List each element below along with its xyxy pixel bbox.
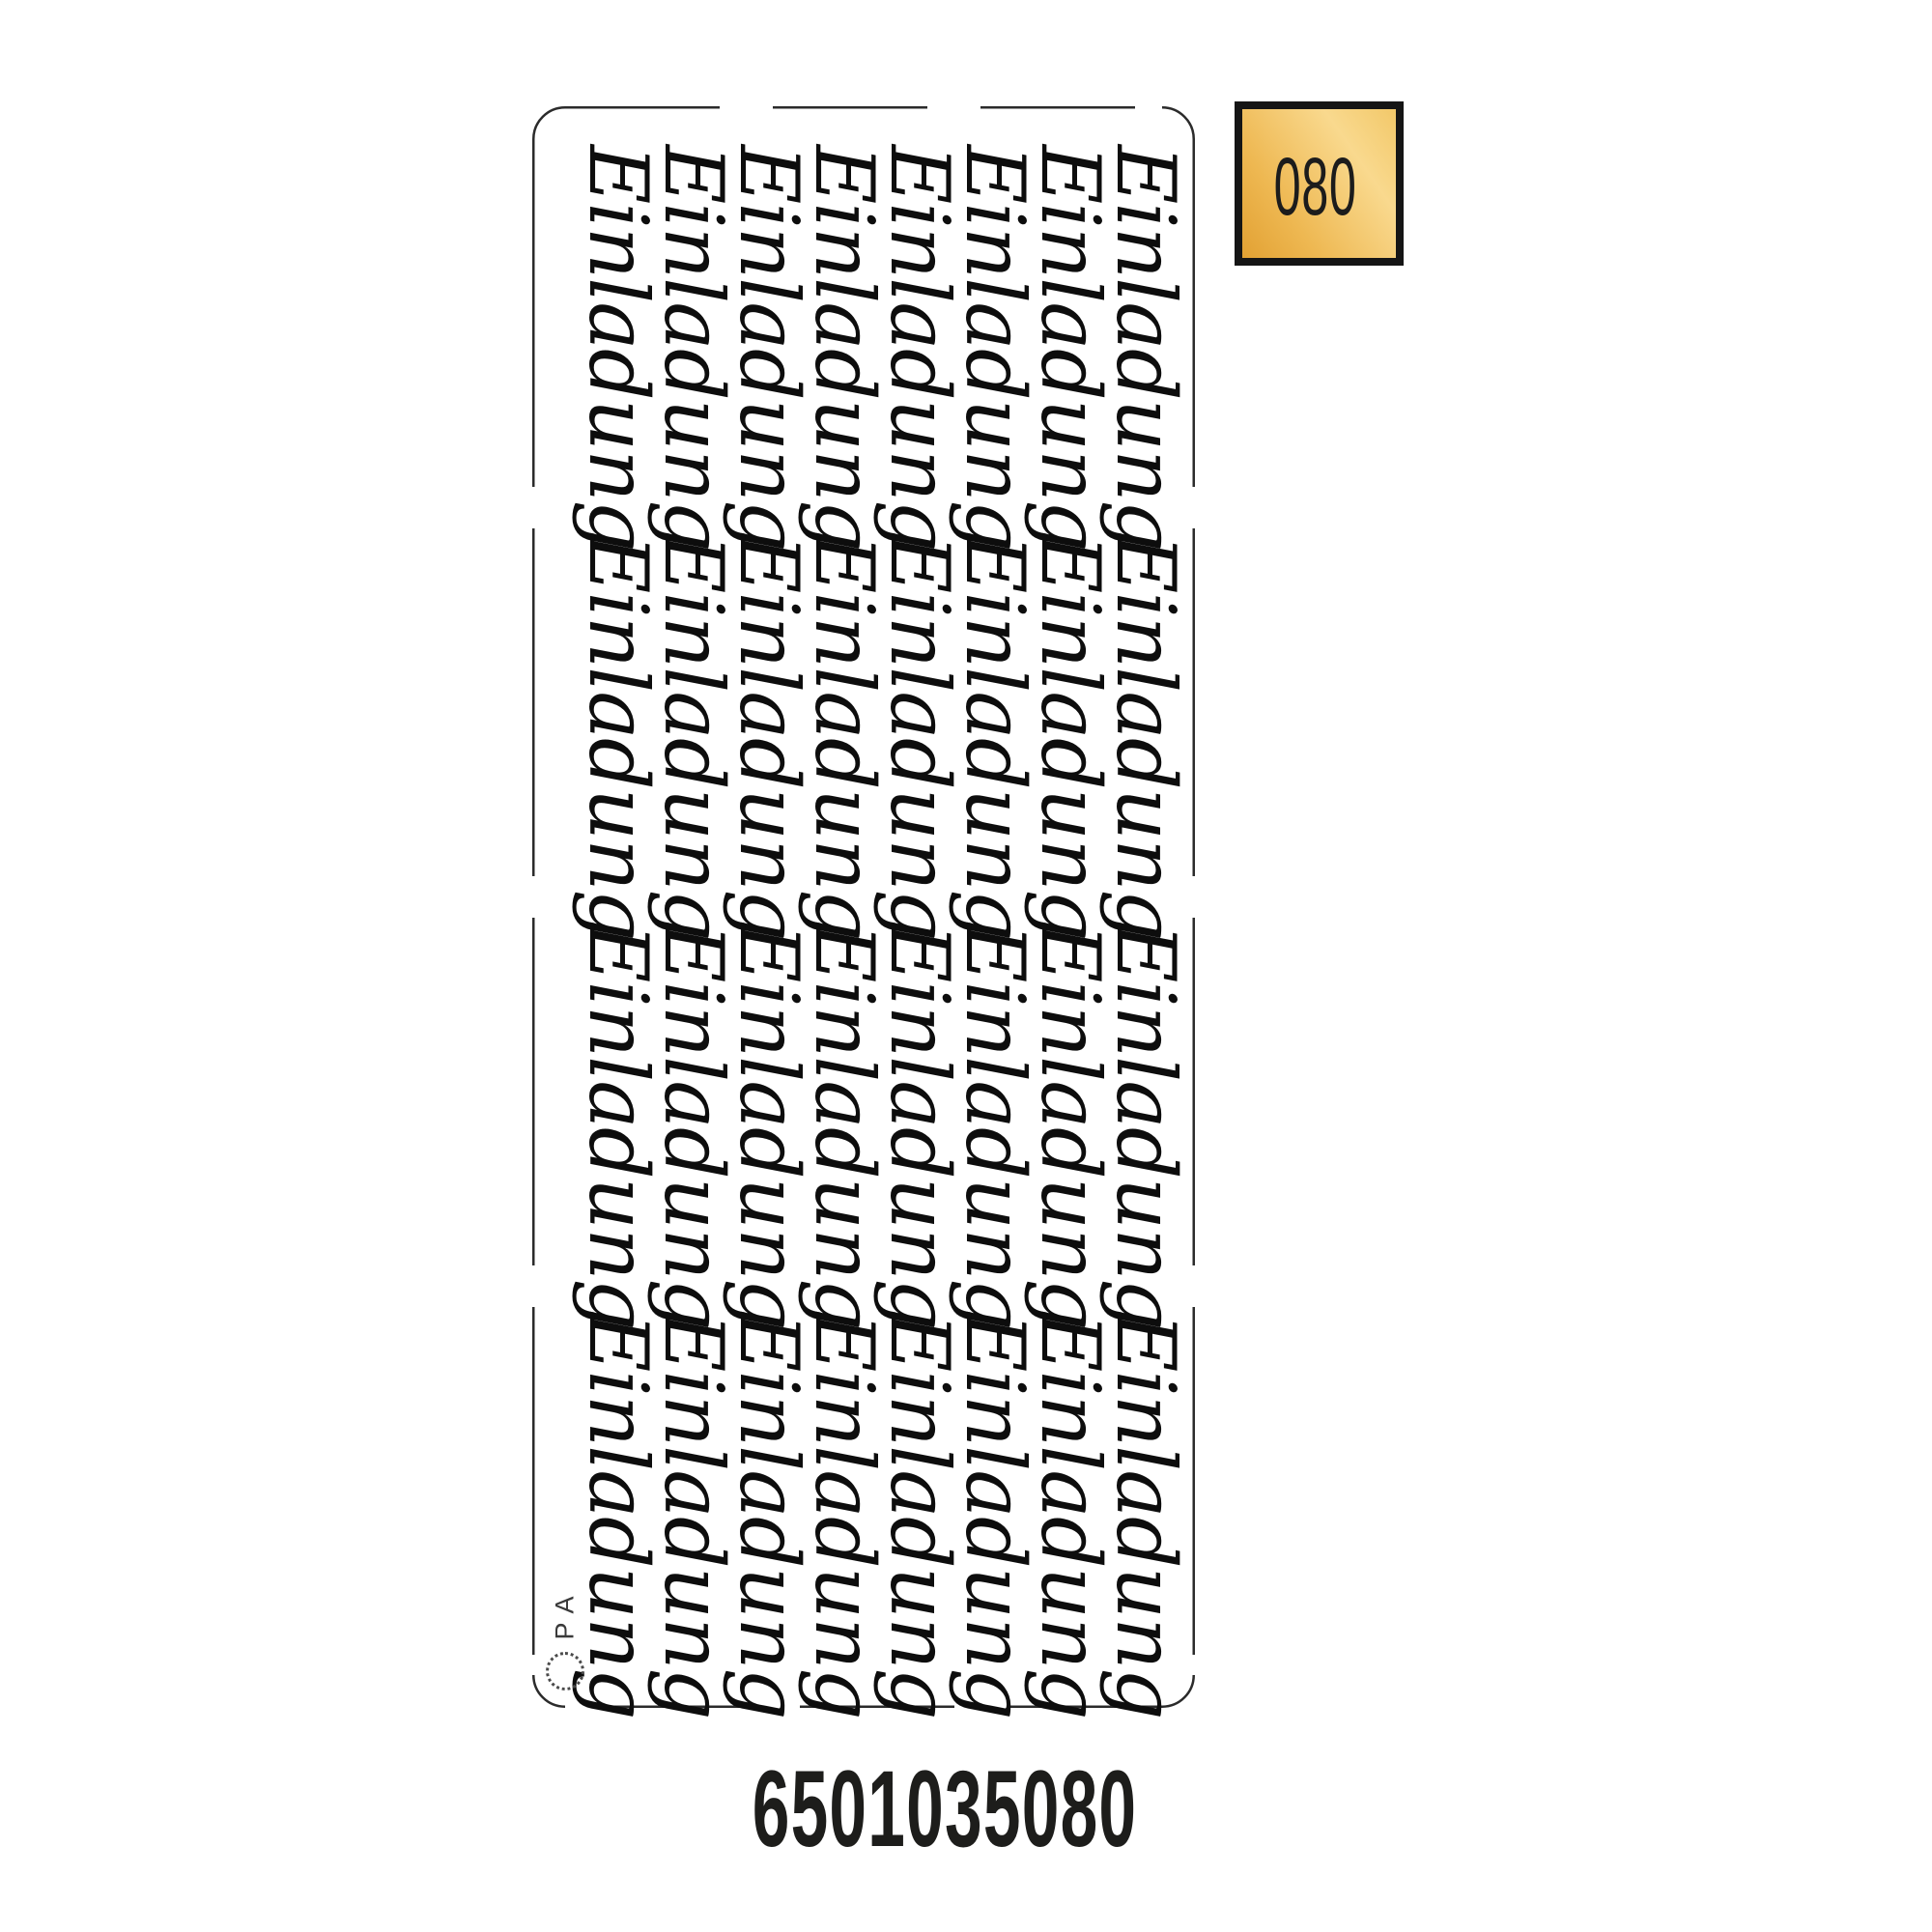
sticker-word: Einladung xyxy=(571,145,666,551)
color-swatch-chip: 080 xyxy=(1235,101,1404,266)
sticker-word: Einladung xyxy=(571,534,666,940)
sticker-word: Einladung xyxy=(872,1313,967,1719)
sticker-word: Einladung xyxy=(1098,1313,1193,1719)
sticker-word: Einladung xyxy=(646,534,741,940)
sticker-word: Einladung xyxy=(948,923,1042,1329)
sticker-word: Einladung xyxy=(1023,923,1118,1329)
maker-mark-letter: P xyxy=(550,1622,580,1640)
sticker-word: Einladung xyxy=(797,1313,892,1719)
sticker-word: Einladung xyxy=(1098,534,1193,940)
sticker-word: Einladung xyxy=(646,1313,741,1719)
sticker-word: Einladung xyxy=(646,145,741,551)
sticker-word: Einladung xyxy=(797,145,892,551)
sheet-die-cut-border xyxy=(532,106,1195,1708)
sticker-word: Einladung xyxy=(1023,1313,1118,1719)
product-code: 6501035080 xyxy=(752,1748,1138,1869)
sticker-word: Einladung xyxy=(722,923,816,1329)
sticker-word: Einladung xyxy=(1023,145,1118,551)
copyright-circle-icon xyxy=(546,1652,584,1690)
sticker-word: Einladung xyxy=(797,534,892,940)
maker-mark-letter: A xyxy=(550,1596,580,1614)
sticker-word: Einladung xyxy=(646,923,741,1329)
sticker-word: Einladung xyxy=(722,534,816,940)
sticker-word: Einladung xyxy=(722,1313,816,1719)
sticker-word: Einladung xyxy=(948,145,1042,551)
sticker-word: Einladung xyxy=(1098,145,1193,551)
sticker-word: Einladung xyxy=(722,145,816,551)
sticker-word: Einladung xyxy=(948,1313,1042,1719)
sticker-word: Einladung xyxy=(872,923,967,1329)
sticker-word: Einladung xyxy=(571,923,666,1329)
sticker-word: Einladung xyxy=(1023,534,1118,940)
sticker-word: Einladung xyxy=(571,1313,666,1719)
color-code-label: 080 xyxy=(1273,140,1357,232)
sticker-word: Einladung xyxy=(797,923,892,1329)
sticker-word: Einladung xyxy=(1098,923,1193,1329)
sticker-word: Einladung xyxy=(872,534,967,940)
sticker-word: Einladung xyxy=(872,145,967,551)
sticker-word: Einladung xyxy=(948,534,1042,940)
